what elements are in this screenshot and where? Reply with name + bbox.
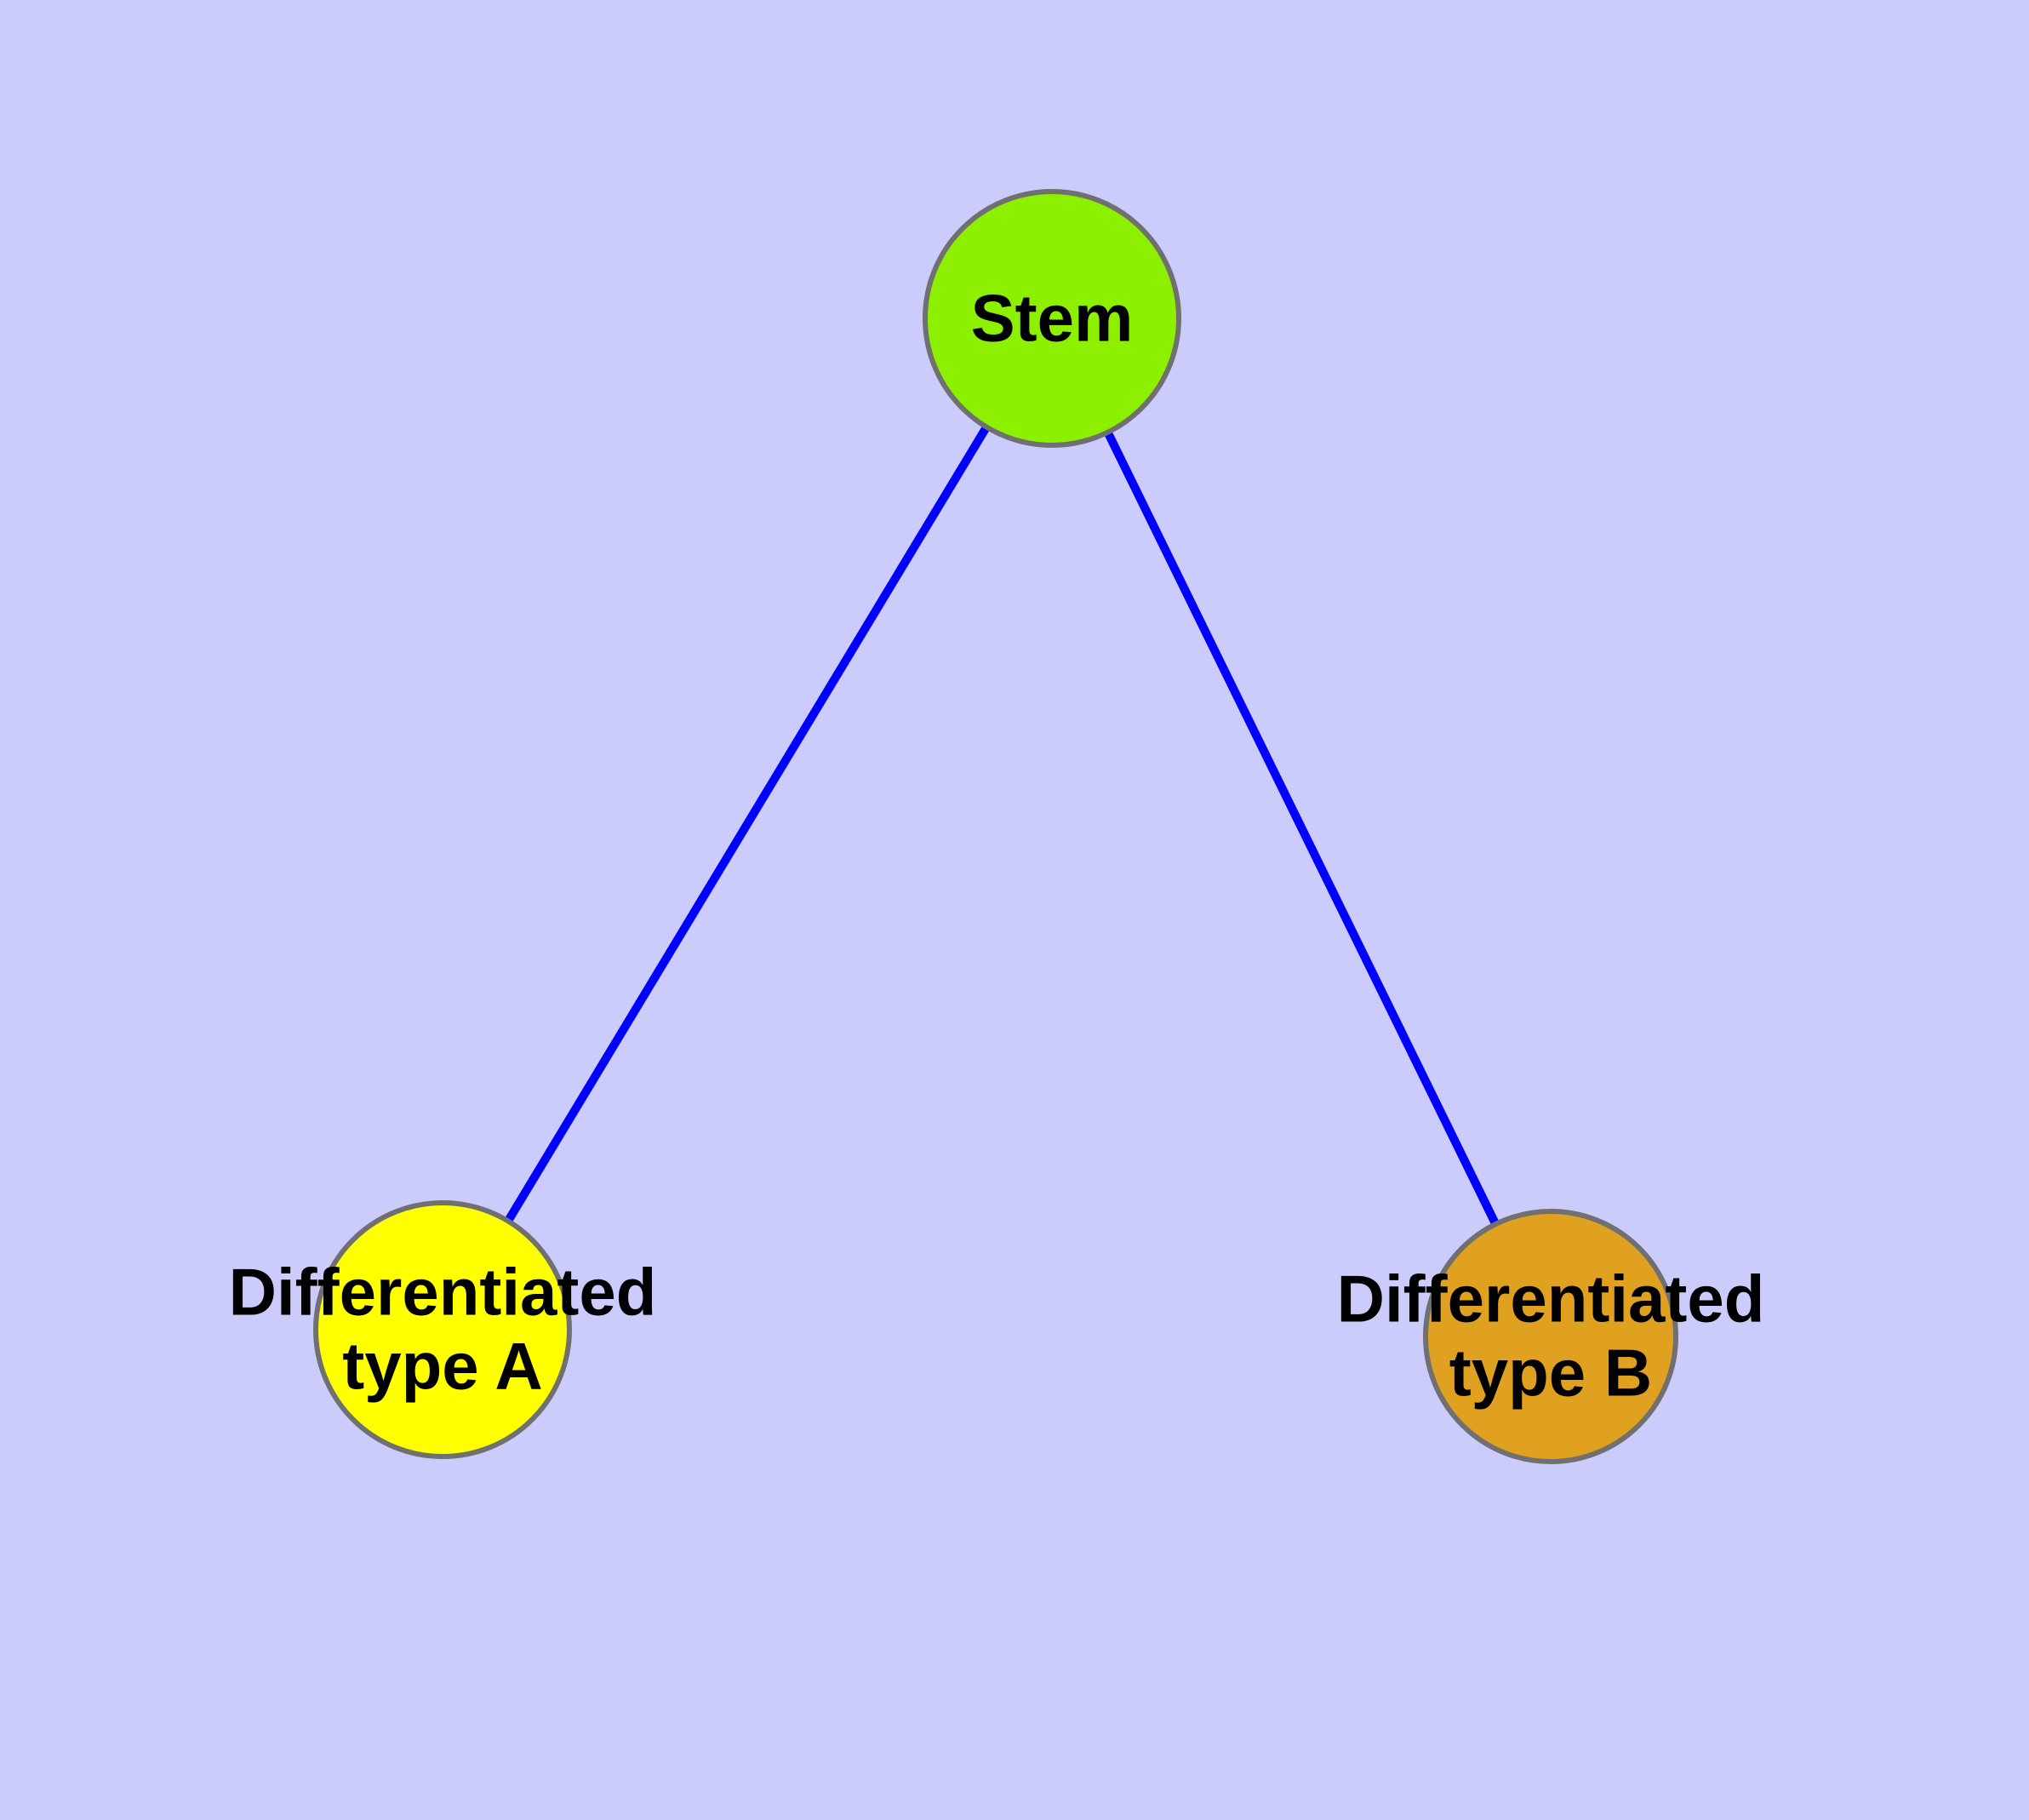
edge-stem-to-differentiated-type-b[interactable] — [1048, 316, 1555, 1339]
node-differentiated-type-b[interactable] — [1423, 1209, 1678, 1464]
node-stem[interactable] — [923, 189, 1181, 448]
edge-stem-to-differentiated-type-a[interactable] — [438, 316, 1056, 1332]
node-differentiated-type-a[interactable] — [313, 1200, 572, 1459]
